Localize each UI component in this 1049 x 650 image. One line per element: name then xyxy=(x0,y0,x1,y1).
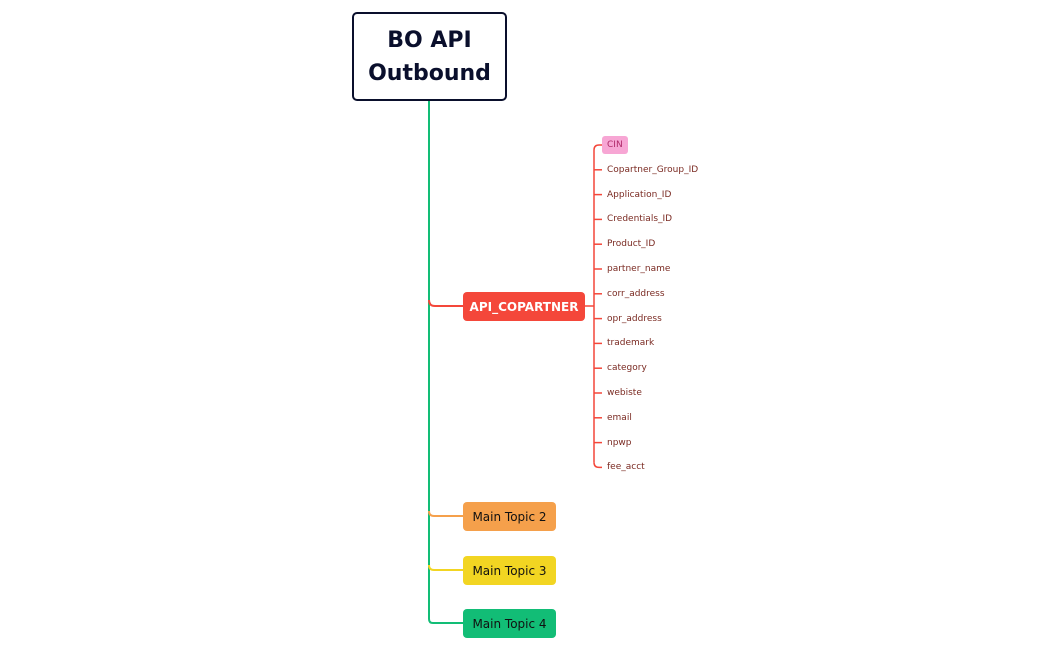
trunk-connector xyxy=(428,101,463,624)
subtopic-opr-address[interactable]: opr_address xyxy=(607,313,662,324)
subtopic-cin[interactable]: CIN xyxy=(602,136,628,154)
subtopic-webiste[interactable]: webiste xyxy=(607,388,642,398)
topic-main-topic-4[interactable]: Main Topic 4 xyxy=(463,609,556,638)
subtopic-partner-name[interactable]: partner_name xyxy=(607,264,671,274)
subtopic-application-id[interactable]: Application_ID xyxy=(607,189,672,200)
subtopic-product-id[interactable]: Product_ID xyxy=(607,239,656,250)
central-topic-bo-api-outbound[interactable]: BO API Outbound xyxy=(352,12,507,101)
subtopic-credentials-id[interactable]: Credentials_ID xyxy=(607,214,673,225)
subtopic-fee-acct[interactable]: fee_acct xyxy=(607,462,645,473)
subtopic-trademark[interactable]: trademark xyxy=(607,338,655,349)
subtopic-email[interactable]: email xyxy=(607,412,632,423)
subtopic-copartner-group-id[interactable]: Copartner_Group_ID xyxy=(607,164,699,175)
subtopic-connector xyxy=(593,462,602,469)
subtopic-connector xyxy=(593,144,602,151)
subtopic-npwp[interactable]: npwp xyxy=(607,437,632,448)
topic-main-topic-3[interactable]: Main Topic 3 xyxy=(463,556,556,585)
topic-api-copartner[interactable]: API_COPARTNER xyxy=(463,292,585,321)
branch-connector-main-topic-2 xyxy=(428,510,463,517)
topic-main-topic-2[interactable]: Main Topic 2 xyxy=(463,502,556,531)
subtopic-connectors xyxy=(585,144,602,469)
subtopic-category[interactable]: category xyxy=(607,363,647,374)
subtopic-corr-address[interactable]: corr_address xyxy=(607,288,665,299)
branch-connector-main-topic-3 xyxy=(428,564,463,571)
branch-connector-api-copartner xyxy=(428,299,463,307)
